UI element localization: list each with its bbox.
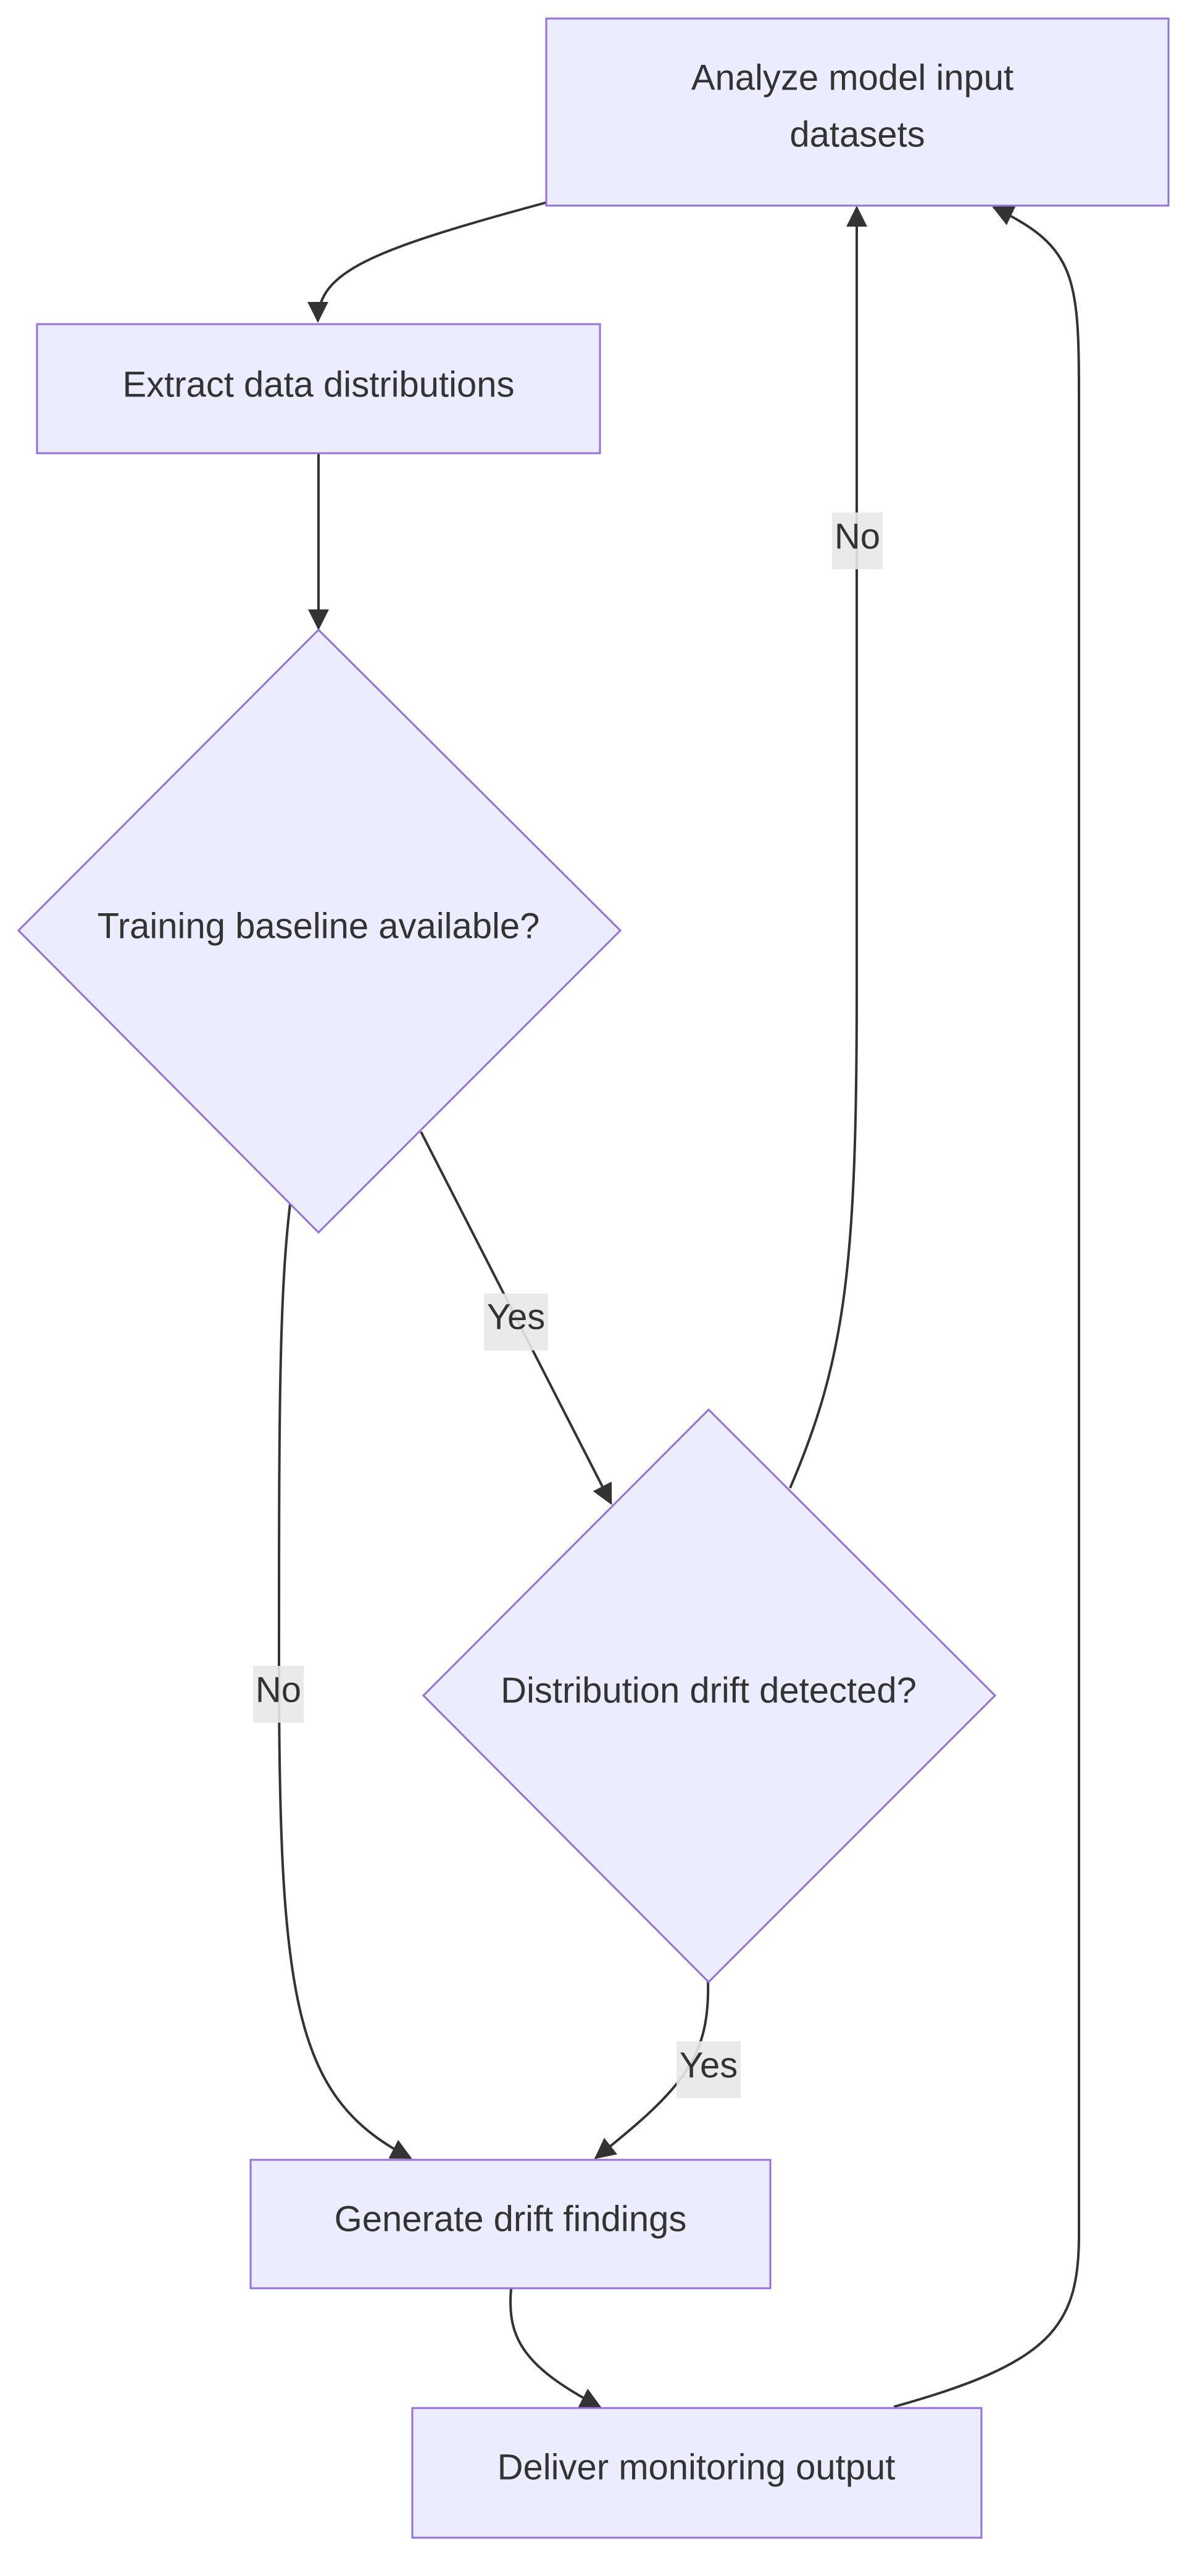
edge-label-baseline-yes: Yes [484, 1294, 548, 1350]
edge-label-drift-yes-text: Yes [680, 2045, 738, 2085]
edge-label-drift-no: No [832, 512, 883, 569]
edge-label-drift-yes: Yes [677, 2041, 741, 2098]
node-extract-label: Extract data distributions [122, 364, 514, 404]
node-extract-data-distributions: Extract data distributions [36, 323, 601, 454]
node-drift-label: Distribution drift detected? [501, 1670, 917, 1710]
node-training-baseline-available: Training baseline available? [17, 628, 622, 1234]
edge-analyze-to-extract [307, 201, 547, 323]
node-analyze-label-line2: datasets [789, 114, 925, 154]
edge-label-baseline-no-text: No [256, 1670, 301, 1710]
edge-label-baseline-yes-text: Yes [487, 1297, 546, 1337]
node-baseline-label: Training baseline available? [98, 906, 540, 946]
node-distribution-drift-detected: Distribution drift detected? [422, 1408, 997, 1984]
edge-findings-to-deliver [509, 2288, 602, 2408]
edge-label-baseline-no: No [253, 1666, 304, 1723]
edge-label-drift-no-text: No [835, 516, 880, 556]
node-analyze-label-line1: Analyze model input [691, 57, 1014, 98]
edge-drift-to-analyze [789, 206, 867, 1489]
node-deliver-monitoring-output: Deliver monitoring output [411, 2407, 983, 2539]
edge-deliver-to-analyze [893, 206, 1080, 2408]
node-findings-label: Generate drift findings [335, 2199, 687, 2239]
node-deliver-label: Deliver monitoring output [498, 2447, 896, 2487]
node-analyze-model-input-datasets: Analyze model input datasets [545, 17, 1170, 207]
node-generate-drift-findings: Generate drift findings [249, 2159, 772, 2290]
